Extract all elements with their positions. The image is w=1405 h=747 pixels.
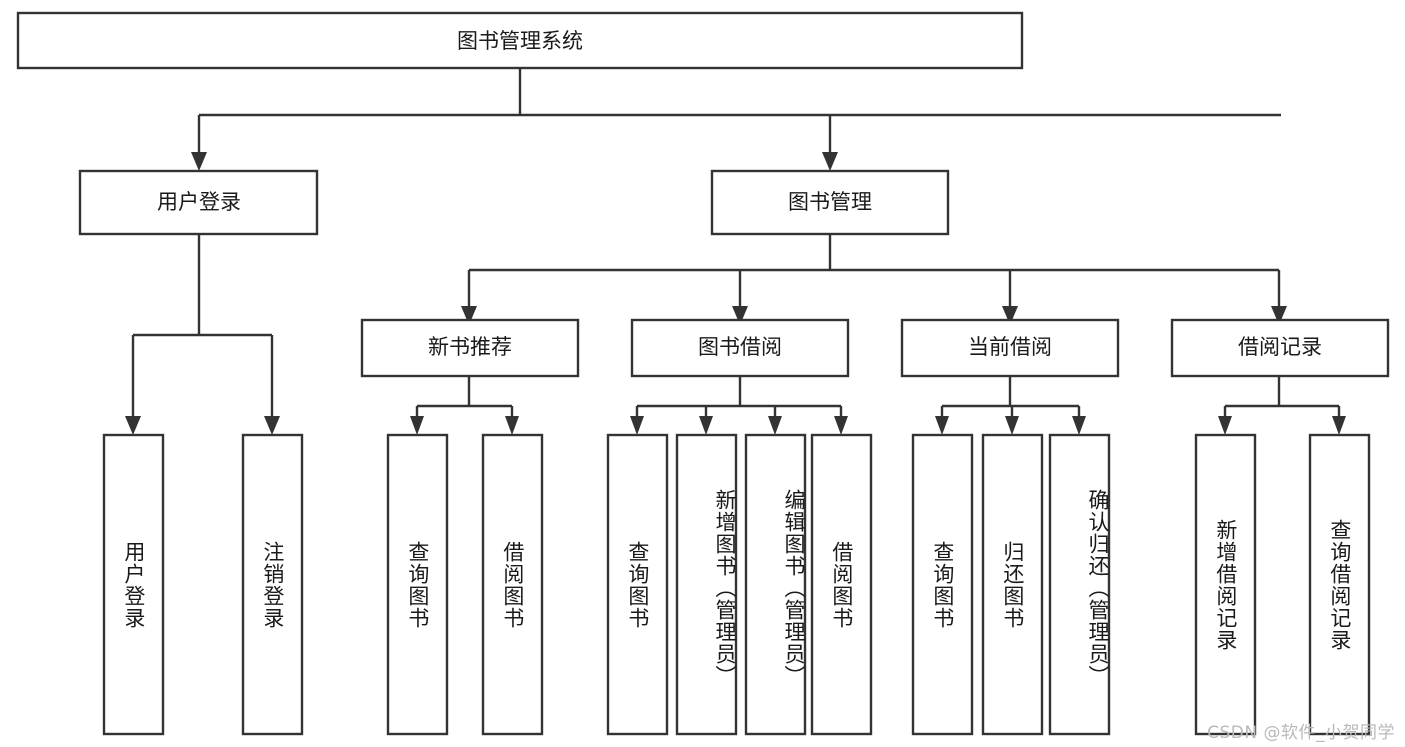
node-borrow-record-label: 借阅记录 [1238, 335, 1322, 359]
arrowhead-leaf-4 [505, 416, 519, 435]
arrowhead-borrow-books [732, 306, 748, 325]
arrowhead-group [125, 152, 1346, 435]
node-borrow-record-box[interactable] [1170, 318, 1390, 378]
arrowhead-leaf-3 [410, 416, 424, 435]
arrowhead-book-mgmt [822, 152, 838, 171]
leaf-box-13[interactable] [1308, 433, 1371, 736]
arrowhead-leaf-1 [125, 416, 141, 435]
node-current-borrow-box[interactable] [900, 318, 1120, 378]
connector-group [131, 68, 1341, 416]
arrowhead-leaf-9 [935, 416, 949, 435]
arrowhead-leaf-7 [768, 416, 782, 435]
arrowhead-leaf-8 [834, 416, 848, 435]
leaf-box-3[interactable] [386, 433, 449, 736]
node-book-mgmt-box[interactable] [710, 169, 950, 236]
arrowhead-leaf-12 [1218, 416, 1232, 435]
watermark-text: CSDN @软件_小贺同学 [1207, 723, 1395, 743]
leaf-box-4[interactable] [481, 433, 544, 736]
leaf-box-5[interactable] [606, 433, 669, 736]
leaf-box-2[interactable] [241, 433, 304, 736]
node-borrow-books-box[interactable] [630, 318, 850, 378]
node-box-group [16, 11, 1390, 736]
node-new-books-box[interactable] [360, 318, 580, 378]
arrowhead-leaf-13 [1332, 416, 1346, 435]
arrowhead-leaf-2 [264, 416, 280, 435]
leaf-box-7[interactable] [744, 433, 807, 736]
leaf-box-8[interactable] [810, 433, 873, 736]
arrowhead-user-login [191, 152, 207, 171]
leaf-box-9[interactable] [911, 433, 974, 736]
arrowhead-borrow-record [1271, 306, 1287, 325]
arrowhead-leaf-5 [630, 416, 644, 435]
arrowhead-leaf-11 [1072, 416, 1086, 435]
node-new-books-label: 新书推荐 [428, 335, 512, 359]
node-book-mgmt-label: 图书管理 [788, 190, 872, 214]
arrowhead-leaf-10 [1005, 416, 1019, 435]
arrowhead-new-books [461, 306, 477, 325]
node-current-borrow-label: 当前借阅 [968, 335, 1052, 359]
leaf-box-10[interactable] [981, 433, 1044, 736]
arrowhead-current-borrow [1002, 306, 1018, 325]
node-borrow-books-label: 图书借阅 [698, 335, 782, 359]
node-user-login-box[interactable] [78, 169, 319, 236]
node-root-box[interactable] [16, 11, 1024, 70]
node-root-label: 图书管理系统 [457, 29, 583, 53]
leaf-box-12[interactable] [1194, 433, 1257, 736]
leaf-box-1[interactable] [102, 433, 165, 736]
leaf-box-11[interactable] [1048, 433, 1111, 736]
node-label-group: 图书管理系统 用户登录 图书管理 新书推荐 图书借阅 当前借阅 借阅记录 [157, 29, 1322, 359]
node-user-login-label: 用户登录 [157, 190, 241, 214]
leaf-box-6[interactable] [675, 433, 738, 736]
arrowhead-leaf-6 [699, 416, 713, 435]
